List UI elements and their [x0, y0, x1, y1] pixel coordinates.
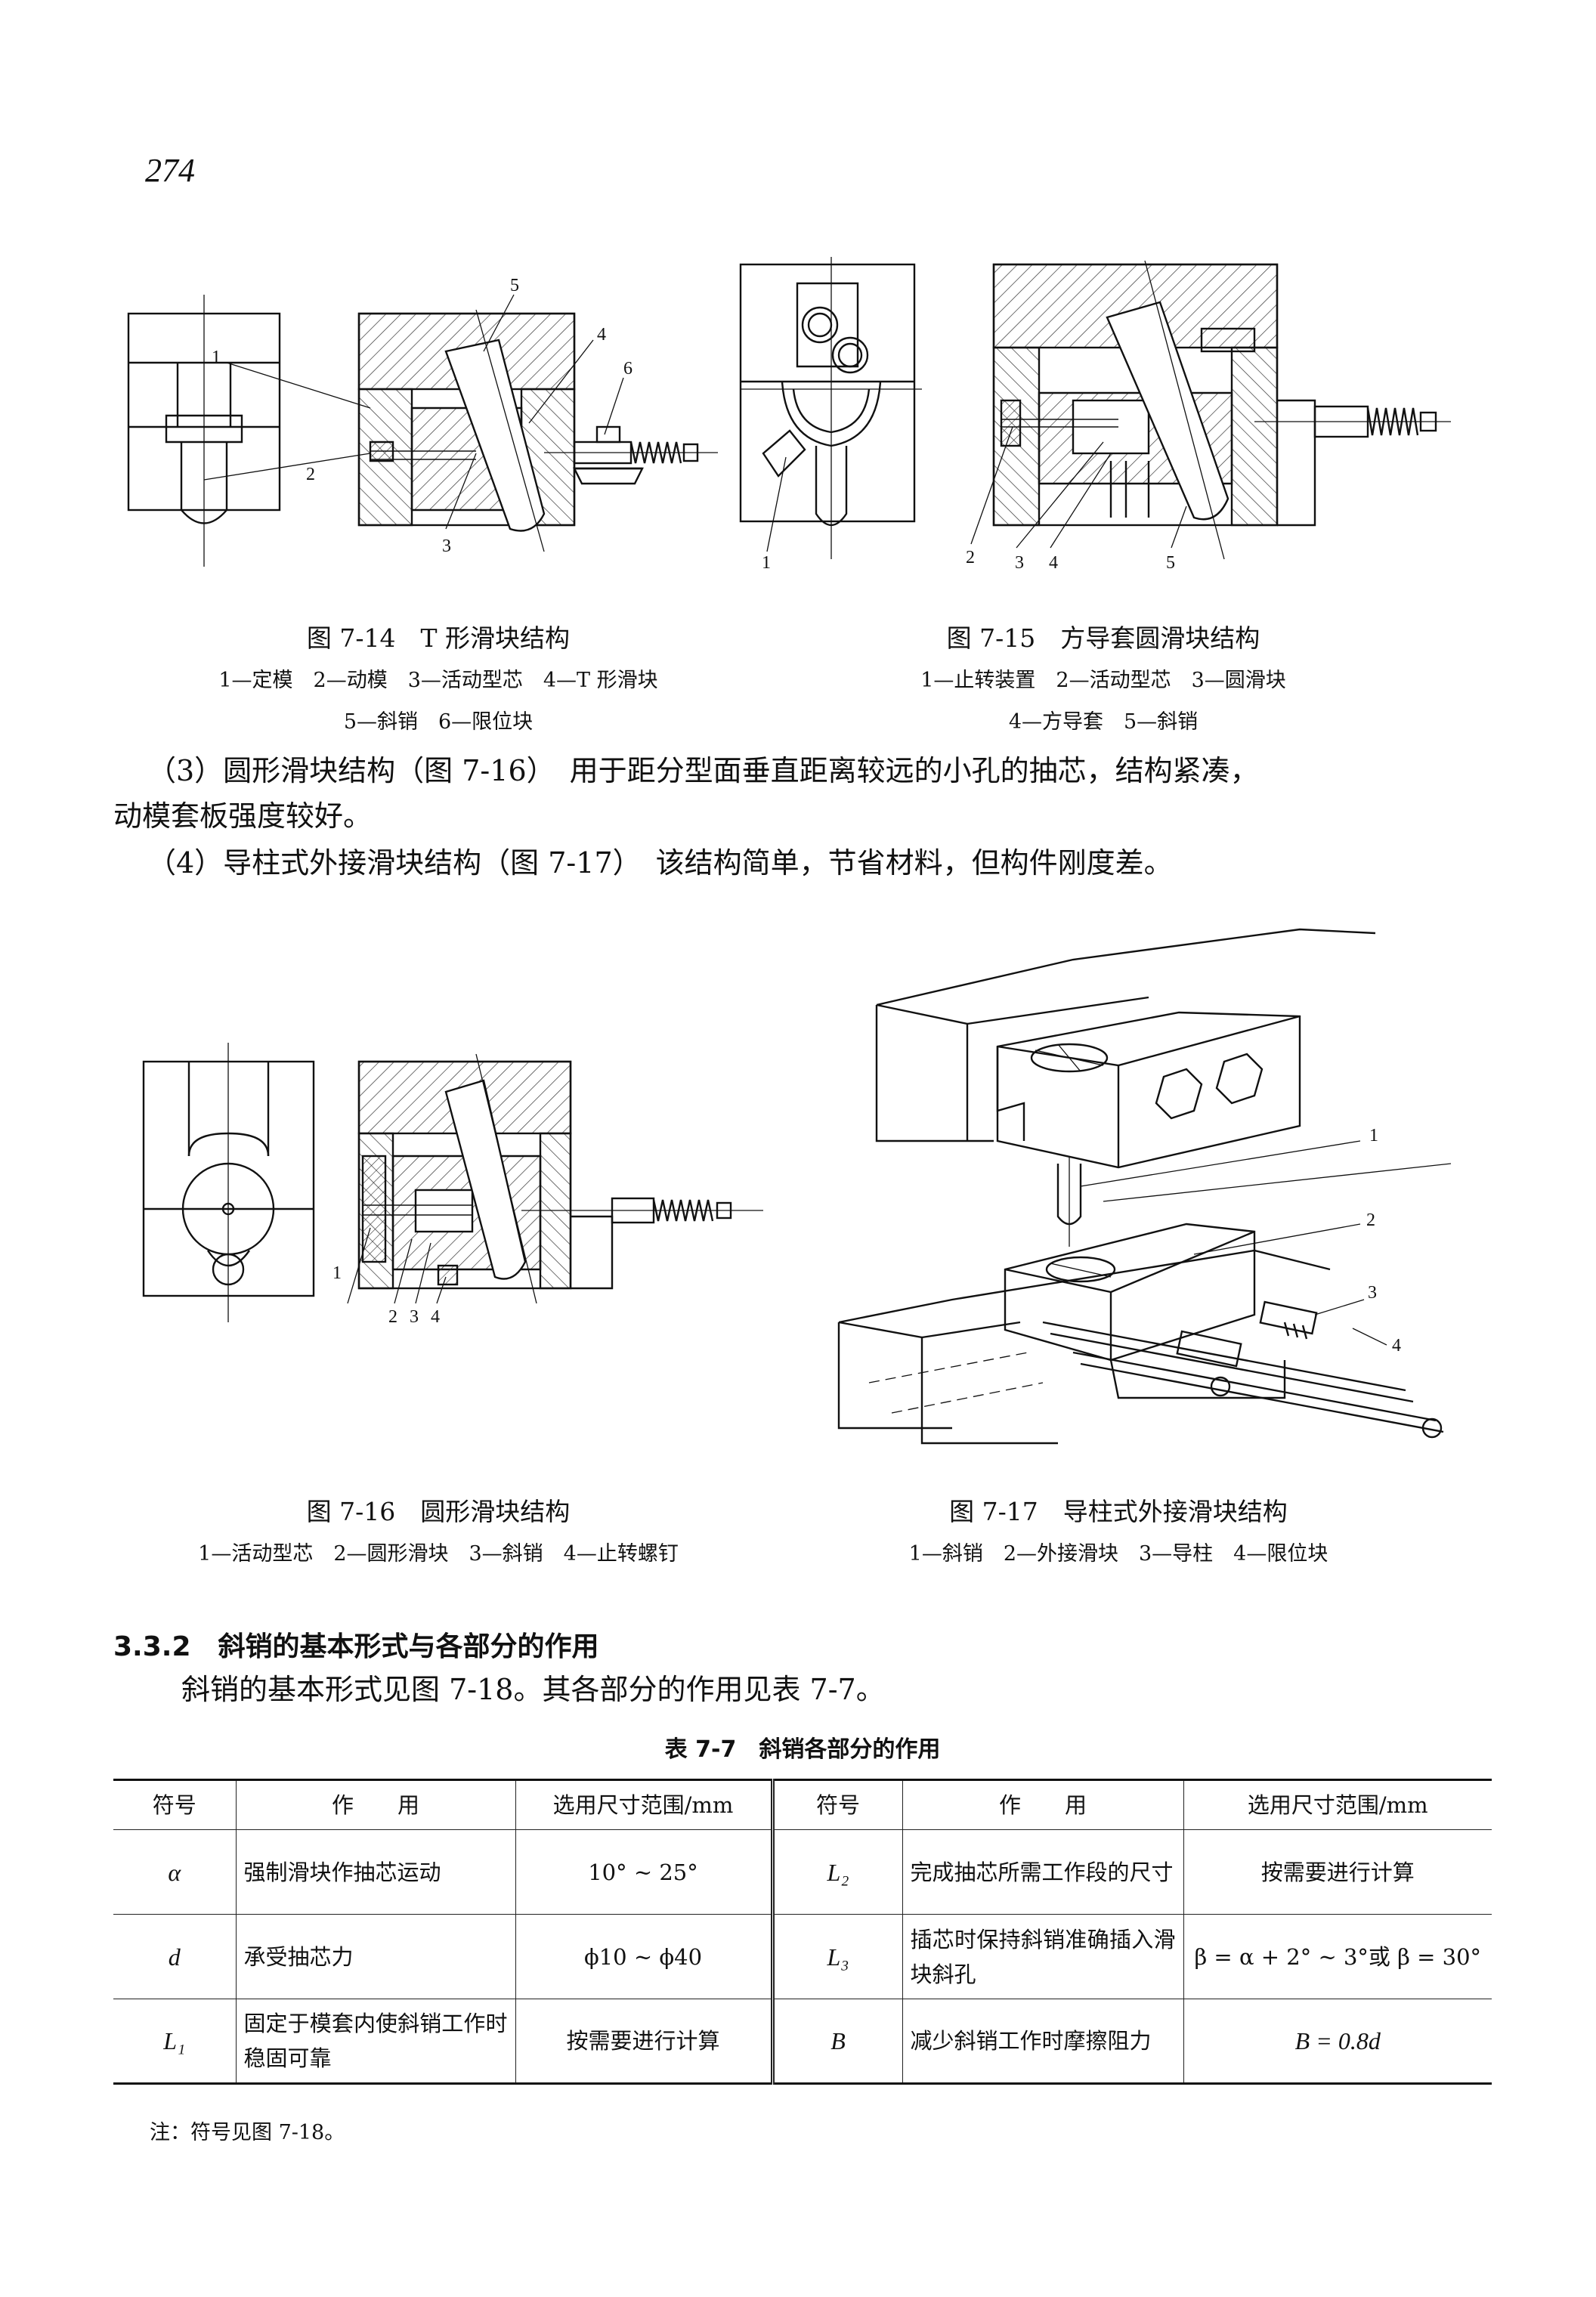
table-cell: ϕ10 ~ ϕ40: [515, 1914, 773, 1999]
figure-7-14-caption: 图 7-14 T 形滑块结构: [306, 623, 571, 653]
table-cell: d: [113, 1914, 237, 1999]
table-header-cell: 符号: [113, 1779, 237, 1830]
table-note: 注：符号见图 7-18。: [150, 2121, 345, 2144]
section-heading: 3.3.2 斜销的基本形式与各部分的作用: [113, 1631, 599, 1662]
label: 1: [1369, 1126, 1378, 1145]
table-cell: 完成抽芯所需工作段的尺寸: [902, 1829, 1184, 1915]
label: 2: [966, 548, 975, 567]
table-cell: 固定于模套内使斜销工作时稳固可靠: [235, 1999, 516, 2085]
table-cell: α: [113, 1829, 237, 1915]
label: 3: [442, 536, 451, 556]
table-cell: 减少斜销工作时摩擦阻力: [902, 1999, 1184, 2085]
figure-7-17-caption: 图 7-17 导柱式外接滑块结构: [949, 1497, 1288, 1526]
figure-7-17-legend: 1—斜销 2—外接滑块 3—导柱 4—限位块: [908, 1542, 1328, 1566]
paragraph-3: （3）圆形滑块结构（图 7-16） 用于距分型面垂直距离较远的小孔的抽芯，结构紧…: [147, 754, 1259, 787]
label: 3: [410, 1307, 419, 1327]
figure-7-15-legend: 4—方导套 5—斜销: [1008, 710, 1199, 734]
table-header-cell: 作 用: [902, 1779, 1184, 1830]
label: 2: [388, 1307, 397, 1327]
figure-7-16-caption: 图 7-16 圆形滑块结构: [306, 1497, 571, 1526]
paragraph-3-cont: 动模套板强度较好。: [113, 799, 373, 833]
table-header-cell: 选用尺寸范围/mm: [515, 1779, 773, 1830]
figure-7-15-drawing: 1 2 3 4 5: [725, 257, 1451, 589]
figure-7-15-legend: 1—止转装置 2—活动型芯 3—圆滑块: [920, 669, 1286, 692]
table-title: 表 7-7 斜销各部分的作用: [664, 1736, 941, 1763]
label: 2: [1366, 1210, 1375, 1230]
table-cell: L₂: [770, 1829, 903, 1915]
table-cell: 按需要进行计算: [515, 1999, 773, 2085]
table-cell: B = 0.8d: [1183, 1999, 1492, 2085]
figure-7-14-drawing: 1 2 3 4 5 6: [121, 264, 718, 582]
table-cell: B: [770, 1999, 903, 2085]
figure-7-14-legend: 5—斜销 6—限位块: [343, 710, 534, 734]
label: 4: [1392, 1336, 1401, 1356]
label: 1: [762, 553, 771, 573]
label: 6: [623, 359, 633, 379]
figure-7-16-legend: 1—活动型芯 2—圆形滑块 3—斜销 4—止转螺钉: [198, 1542, 679, 1566]
label: 1: [212, 348, 221, 367]
label: 1: [332, 1263, 342, 1283]
label: 4: [431, 1307, 440, 1327]
label: 3: [1368, 1283, 1377, 1303]
figure-7-16-drawing: 1 2 3 4: [128, 1043, 763, 1330]
label: 4: [597, 325, 606, 345]
table-cell: 插芯时保持斜销准确插入滑块斜孔: [902, 1914, 1184, 1999]
table-7-7: 符号 作 用 选用尺寸范围/mm 符号 作 用 选用尺寸范围/mm α 强制滑块…: [113, 1779, 1492, 2085]
label: 3: [1015, 553, 1024, 573]
table-header-row: 符号 作 用 选用尺寸范围/mm 符号 作 用 选用尺寸范围/mm: [113, 1779, 1492, 1830]
figure-7-14-legend: 1—定模 2—动模 3—活动型芯 4—T 形滑块: [218, 669, 658, 692]
table-cell: L₁: [113, 1999, 237, 2085]
table-row: L₁ 固定于模套内使斜销工作时稳固可靠 按需要进行计算 B 减少斜销工作时摩擦阻…: [113, 1999, 1492, 2085]
label: 5: [510, 276, 519, 295]
label: 2: [306, 465, 315, 484]
table-header-cell: 符号: [770, 1779, 903, 1830]
table-header-cell: 作 用: [235, 1779, 516, 1830]
table-cell: 承受抽芯力: [235, 1914, 516, 1999]
figure-7-17-drawing: 1 2 3 4: [831, 914, 1466, 1473]
table-header-cell: 选用尺寸范围/mm: [1183, 1779, 1492, 1830]
label: 4: [1049, 553, 1058, 573]
table-cell: 按需要进行计算: [1183, 1829, 1492, 1915]
page-number: 274: [145, 152, 195, 189]
label: 5: [1166, 553, 1175, 573]
table-row: d 承受抽芯力 ϕ10 ~ ϕ40 L₃ 插芯时保持斜销准确插入滑块斜孔 β =…: [113, 1914, 1492, 1999]
figure-7-15-caption: 图 7-15 方导套圆滑块结构: [946, 623, 1260, 653]
table-cell: 强制滑块作抽芯运动: [235, 1829, 516, 1915]
table-row: α 强制滑块作抽芯运动 10° ~ 25° L₂ 完成抽芯所需工作段的尺寸 按需…: [113, 1829, 1492, 1915]
paragraph-4: （4）导柱式外接滑块结构（图 7-17） 该结构简单，节省材料，但构件刚度差。: [147, 846, 1173, 880]
table-cell: 10° ~ 25°: [515, 1829, 773, 1915]
table-cell: L₃: [770, 1914, 903, 1999]
section-text: 斜销的基本形式见图 7-18。其各部分的作用见表 7-7。: [181, 1673, 885, 1706]
table-cell: β = α + 2° ~ 3°或 β = 30°: [1183, 1914, 1492, 1999]
